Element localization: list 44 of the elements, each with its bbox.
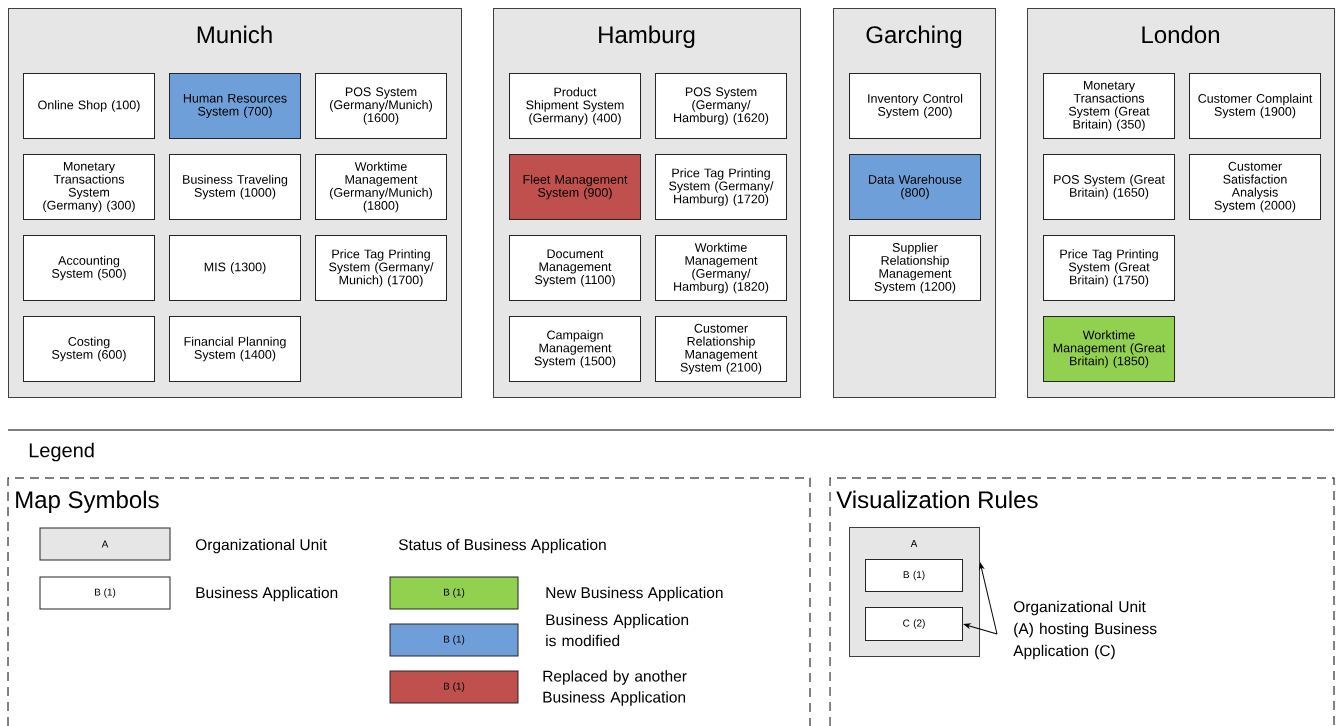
business-application-box: Fleet Management System (900) bbox=[509, 154, 641, 220]
business-application-box: Supplier Relationship Management System (1200) bbox=[849, 235, 981, 301]
business-application-box: POS System (Germany/ Hamburg) (1620) bbox=[655, 73, 787, 139]
business-application-box: MIS (1300) bbox=[169, 235, 301, 301]
arrow bbox=[963, 623, 998, 635]
business-application-box: Accounting System (500) bbox=[23, 235, 155, 301]
business-application-box: Worktime Management (Germany/ Hamburg) (1820) bbox=[655, 235, 787, 301]
business-application-box: Online Shop (100) bbox=[23, 73, 155, 139]
legend-subheading: Status of Business Application bbox=[398, 538, 606, 554]
business-application-box: Price Tag Printing System (Great Britain) (1750) bbox=[1043, 235, 1175, 301]
swatch-label: B (1) bbox=[444, 588, 465, 598]
legend-text: Replaced by another Business Application bbox=[543, 670, 687, 706]
legend-text: Organizational Unit bbox=[195, 538, 327, 554]
business-application-box: Human Resources System (700) bbox=[169, 73, 301, 139]
arrow bbox=[979, 563, 998, 635]
business-application-box: Customer Relationship Management System (2100) bbox=[655, 316, 787, 382]
business-application-box: Price Tag Printing System (Germany/ Munich) (1700) bbox=[315, 235, 447, 301]
business-application-box: POS System (Germany/Munich) (1600) bbox=[315, 73, 447, 139]
swatch-label: B (1) bbox=[444, 635, 465, 645]
legend-text: Business Application bbox=[196, 586, 338, 602]
business-application-box: Costing System (600) bbox=[23, 316, 155, 382]
annotation-text: Organizational Unit (A) hosting Business Application (C) bbox=[1013, 600, 1157, 660]
legend-text: New Business Application bbox=[546, 586, 723, 602]
swatch-label: B (1) bbox=[95, 588, 116, 598]
swatch-label: A bbox=[101, 540, 109, 548]
business-application-box: Campaign Management System (1500) bbox=[509, 316, 641, 382]
business-application-box: C (2) bbox=[865, 607, 963, 641]
business-application-box: Document Management System (1100) bbox=[509, 235, 641, 301]
business-application-box: Business Traveling System (1000) bbox=[169, 154, 301, 220]
swatch-label: B (1) bbox=[444, 682, 465, 692]
business-application-box: Product Shipment System (Germany) (400) bbox=[509, 73, 641, 139]
legend-text: Business Application is modified bbox=[546, 613, 689, 647]
business-application-box: Price Tag Printing System (Germany/ Hamburg) (1720) bbox=[655, 154, 787, 220]
business-application-box: Inventory Control System (200) bbox=[849, 73, 981, 139]
business-application-box: Financial Planning System (1400) bbox=[169, 316, 301, 382]
business-application-box: Data Warehouse (800) bbox=[849, 154, 981, 220]
business-application-box: Worktime Management (Great Britain) (1850) bbox=[1043, 316, 1175, 382]
business-application-box: Monetary Transactions System (Germany) (300) bbox=[23, 154, 155, 220]
business-application-box: POS System (Great Britain) (1650) bbox=[1043, 154, 1175, 220]
business-application-box: Customer Satisfaction Analysis System (2000) bbox=[1189, 154, 1321, 220]
business-application-box: Worktime Management (Germany/Munich) (1800) bbox=[315, 154, 447, 220]
business-application-box: B (1) bbox=[865, 559, 963, 592]
business-application-box: Customer Complaint System (1900) bbox=[1189, 73, 1321, 139]
business-application-box: Monetary Transactions System (Great Britain) (350) bbox=[1043, 73, 1175, 139]
